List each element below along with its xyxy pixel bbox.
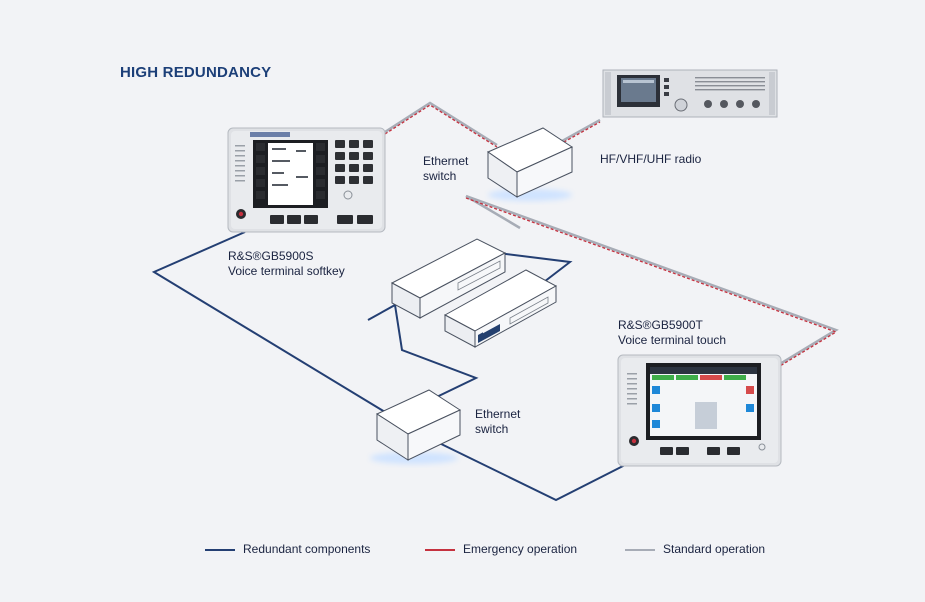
redundant-link-rack-rack [489,251,573,286]
softkey-terminal-name: R&S®GB5900S [228,249,314,263]
standard-link-switch-touch [465,194,839,369]
ethernet-switch-bottom [370,389,462,464]
rack-switch-dark [443,269,558,348]
top-switch-label-line2: switch [423,169,457,183]
ethernet-switch-top [486,127,574,201]
emergency-link-switch-touch [465,197,838,370]
diagram-title: HIGH REDUNDANCY [120,64,272,81]
legend-swatch-standard [625,549,655,551]
emergency-link-switch-radio [554,121,601,148]
bottom-switch-label-line1: Ethernet [475,407,521,421]
redundant-link-softkey-switch [151,231,386,413]
redundant-link-rack-switch [367,303,479,406]
legend: Redundant components Emergency operation… [0,540,925,560]
touch-terminal-name: R&S®GB5900T [618,318,703,332]
standard-link-switch-rack [465,194,521,230]
legend-label-redundant: Redundant components [243,542,371,556]
touch-terminal [617,354,782,467]
legend-label-standard: Standard operation [663,542,766,556]
top-switch-label-line1: Ethernet [423,154,469,168]
touch-terminal-description: Voice terminal touch [618,333,727,347]
standard-link-softkey-switch [384,101,498,147]
softkey-terminal [227,127,386,233]
emergency-link-softkey-switch [384,104,498,148]
legend-label-emergency: Emergency operation [463,542,578,556]
bottom-switch-label-line2: switch [475,422,509,436]
radio-unit [602,69,778,118]
softkey-terminal-description: Voice terminal softkey [228,264,345,278]
rack-switch-white [390,238,507,319]
legend-swatch-redundant [205,549,235,551]
redundant-link-switch-touch [432,439,626,502]
legend-swatch-emergency [425,549,455,551]
radio-label: HF/VHF/UHF radio [600,152,702,166]
